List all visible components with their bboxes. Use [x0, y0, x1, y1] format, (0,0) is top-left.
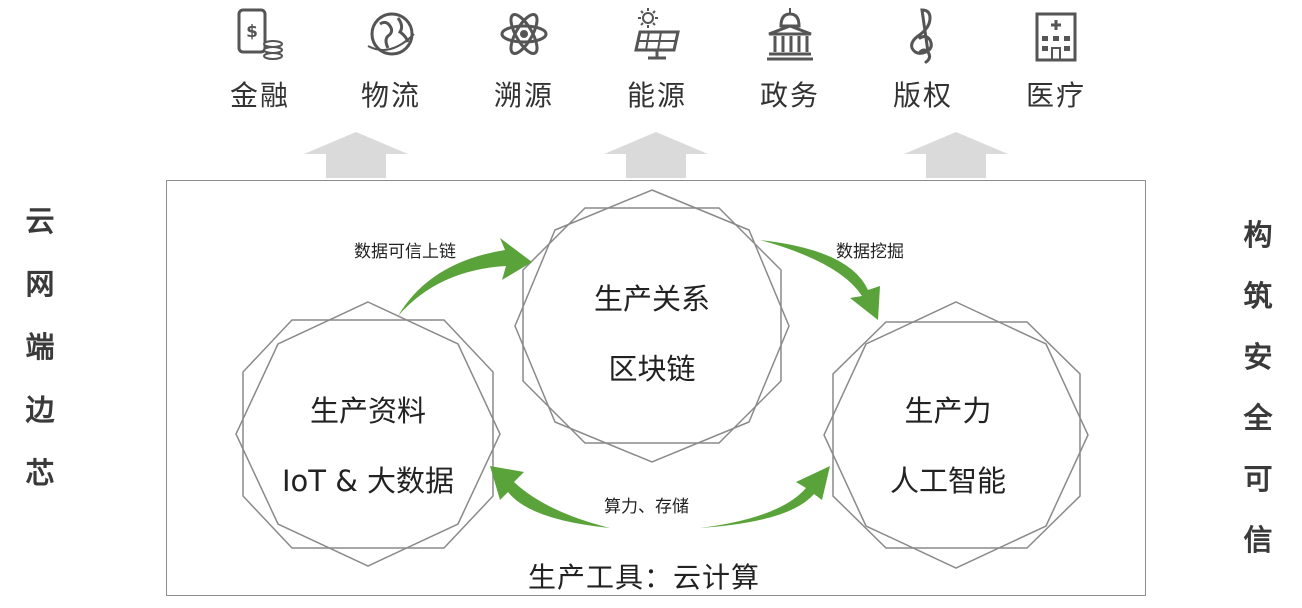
hospital-icon — [1035, 12, 1077, 62]
atom-icon — [500, 13, 548, 55]
globe-logistics-icon — [367, 12, 415, 56]
app-logistics: 物流 — [343, 6, 439, 112]
vertical-char: 信 — [1243, 523, 1273, 557]
node-productivity-subtitle: 人工智能 — [889, 464, 1006, 498]
vertical-char: 构 — [1243, 218, 1273, 252]
up-arrow-center — [604, 132, 708, 178]
vertical-char: 筑 — [1243, 279, 1273, 313]
node-productivity-title: 生产力 — [904, 394, 992, 428]
app-label: 能源 — [626, 79, 687, 112]
octagon-materials-a — [242, 319, 494, 549]
vertical-char: 全 — [1243, 401, 1273, 435]
arrow-compute-right — [700, 466, 830, 528]
svg-text:$: $ — [246, 22, 258, 42]
app-label: 金融 — [229, 79, 290, 112]
vertical-char: 安 — [1243, 340, 1273, 374]
main-frame — [166, 180, 1146, 596]
app-label: 溯源 — [493, 79, 554, 112]
bottom-title: 生产工具：云计算 — [528, 561, 761, 594]
flow-label-compute: 算力、存储 — [604, 497, 689, 517]
app-copyright: 版权 — [875, 6, 971, 112]
node-materials-subtitle: IoT & 大数据 — [281, 464, 455, 498]
government-building-icon — [767, 8, 813, 61]
app-traceability: 溯源 — [476, 6, 572, 112]
arrow-compute-left — [490, 466, 610, 528]
vertical-char: 可 — [1243, 462, 1273, 496]
app-label: 医疗 — [1025, 79, 1086, 112]
octagon-relations-a — [522, 207, 782, 444]
app-energy: 能源 — [609, 6, 705, 112]
octagon-productivity-b — [823, 301, 1089, 569]
vertical-char: 网 — [25, 267, 55, 301]
node-materials-title: 生产资料 — [309, 394, 426, 428]
octagon-materials-b — [235, 301, 501, 567]
app-government: 政务 — [742, 6, 838, 112]
flow-label-mining: 数据挖掘 — [836, 242, 904, 262]
vertical-char: 云 — [25, 204, 55, 238]
node-relations-title: 生产关系 — [593, 282, 710, 316]
vertical-char: 芯 — [25, 456, 55, 490]
app-finance: $ 金融 — [212, 6, 308, 112]
octagon-relations-b — [514, 189, 790, 463]
octagon-productivity-a — [832, 321, 1081, 549]
app-label: 版权 — [892, 79, 953, 112]
finance-icon: $ — [237, 8, 283, 60]
arrow-upload — [398, 238, 532, 316]
vertical-char: 边 — [25, 393, 55, 427]
node-relations-subtitle: 区块链 — [608, 352, 696, 386]
app-medical: 医疗 — [1008, 6, 1104, 112]
solar-panel-icon — [634, 8, 680, 60]
vertical-char: 端 — [25, 330, 55, 364]
arrow-mining — [760, 240, 880, 320]
app-label: 政务 — [759, 79, 820, 112]
treble-clef-icon — [910, 8, 933, 64]
left-vertical-text: 云 网 端 边 芯 — [20, 206, 60, 521]
flow-label-upload: 数据可信上链 — [354, 242, 456, 262]
right-vertical-text: 构 筑 安 全 可 信 — [1238, 220, 1278, 586]
app-label: 物流 — [360, 79, 421, 112]
up-arrow-right — [904, 132, 1008, 178]
up-arrow-left — [304, 132, 408, 178]
